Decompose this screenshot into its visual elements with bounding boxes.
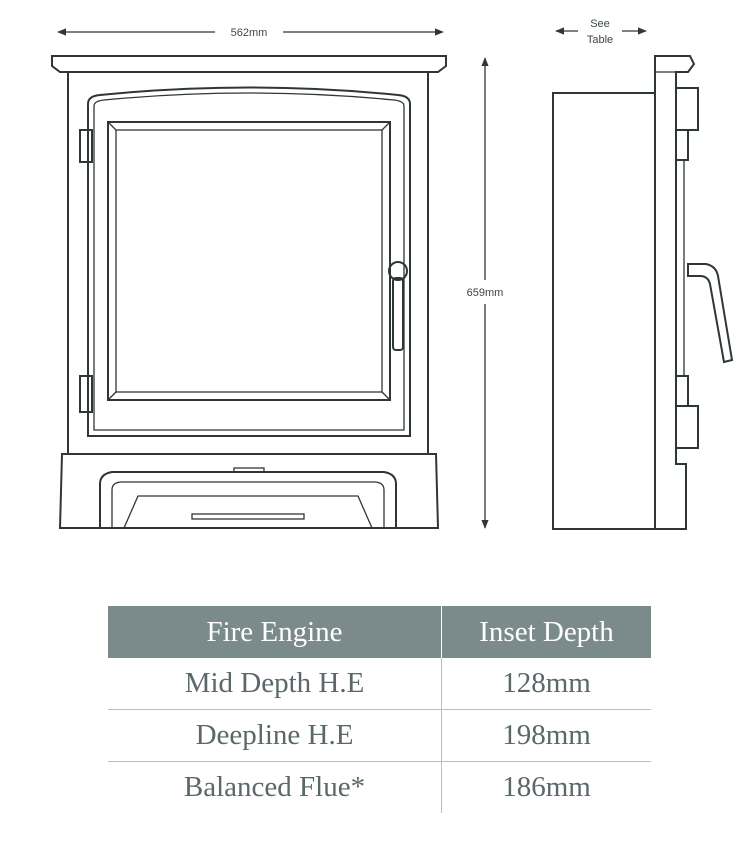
inset-depth-table: Fire Engine Inset Depth Mid Depth H.E 12… [108,606,651,813]
cell-fire-engine: Mid Depth H.E [108,658,442,710]
hinge-bottom [79,375,93,413]
stove-base [58,453,440,529]
cell-fire-engine: Balanced Flue* [108,761,442,813]
stove-dimension-drawing: 562mm 659mm See Table [51,18,734,530]
table-header-row: Fire Engine Inset Depth [108,606,651,658]
depth-dimension: See Table [555,18,647,46]
cell-inset-depth: 128mm [441,658,651,710]
top-plate [51,55,447,73]
cell-inset-depth: 198mm [441,709,651,762]
height-label: 659mm [467,287,504,299]
side-body [552,92,656,530]
side-handle [687,263,734,364]
depth-label-line1: See [590,18,610,30]
hinge-top [79,129,93,163]
depth-label-line2: Table [587,34,613,46]
door-frame [87,86,411,437]
front-view [51,55,447,529]
height-dimension: 659mm [467,57,504,529]
door-glass [107,121,391,401]
header-fire-engine: Fire Engine [108,606,442,658]
cell-fire-engine: Deepline H.E [108,709,442,762]
door-handle [392,277,404,351]
table-row: Deepline H.E 198mm [108,709,651,762]
width-dimension: 562mm [57,27,444,39]
width-label: 562mm [231,27,268,39]
header-inset-depth: Inset Depth [441,606,651,658]
table-row: Mid Depth H.E 128mm [108,658,651,710]
side-view [552,55,734,530]
table-row: Balanced Flue* 186mm [108,761,651,813]
stove-body [67,71,429,455]
cell-inset-depth: 186mm [502,771,591,803]
door-handle-knob [388,261,408,281]
side-front-panel [654,55,696,530]
